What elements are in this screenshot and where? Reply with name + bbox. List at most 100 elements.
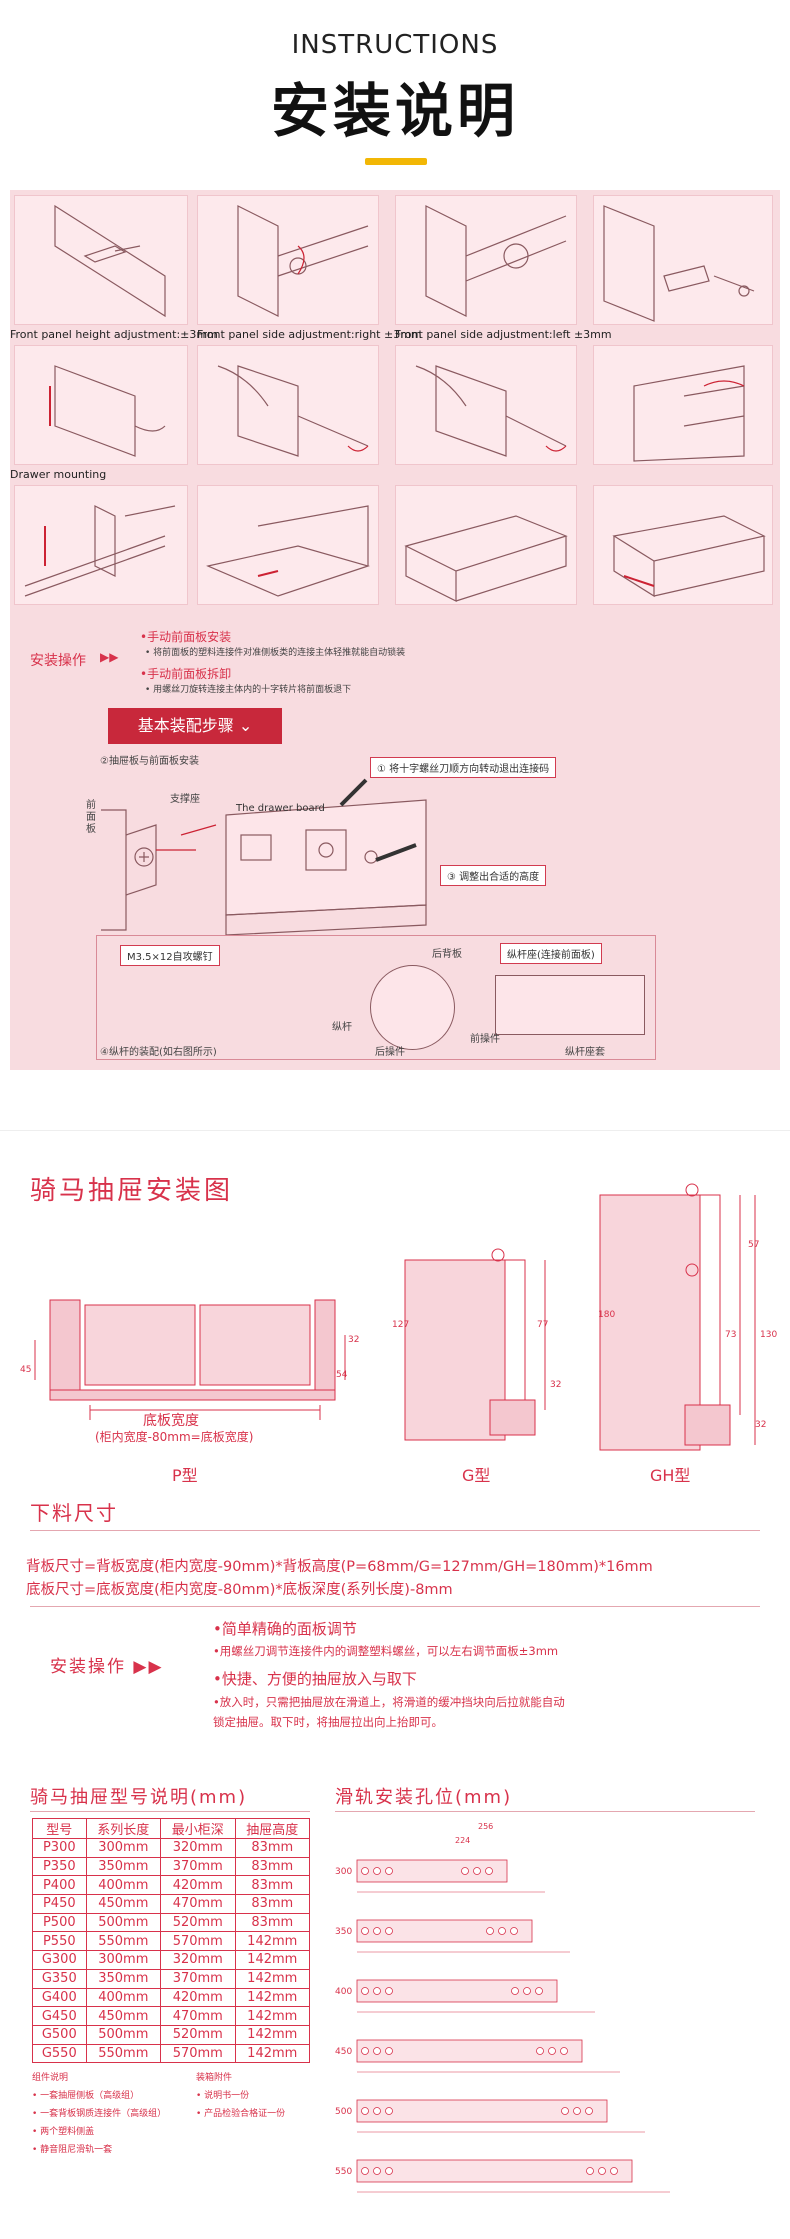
table-cell: 450mm bbox=[85, 1894, 162, 1914]
mounting-hole bbox=[385, 2167, 393, 2175]
support-seat-label: 支撑座 bbox=[170, 794, 200, 805]
ops2-label: 安装操作 ▶▶ bbox=[50, 1657, 164, 1677]
table-cell: 142mm bbox=[234, 1968, 310, 1989]
front-part-label: 前操件 bbox=[470, 1034, 500, 1045]
basic-steps-button[interactable]: 基本装配步骤 ⌄ bbox=[108, 708, 282, 744]
mounting-hole bbox=[373, 1927, 381, 1935]
rail-outline bbox=[356, 2099, 608, 2123]
table-cell: 300mm bbox=[85, 1838, 162, 1858]
ops2-item2-title: •快捷、方便的抽屉放入与取下 bbox=[213, 1670, 417, 1688]
table-cell: 350mm bbox=[85, 1968, 162, 1989]
rail-outline bbox=[356, 1979, 558, 2003]
parts-3: • 静音阻尼滑轨一套 bbox=[32, 2145, 113, 2155]
table-cell: 520mm bbox=[160, 1912, 236, 1933]
table-cell: 142mm bbox=[234, 1987, 310, 2008]
caption-drawer-mounting: Drawer mounting bbox=[10, 468, 107, 481]
cut-line-2: 底板尺寸=底板宽度(柜内宽度-80mm)*底板深度(系列长度)-8mm bbox=[26, 1582, 453, 1598]
rod-assembly-frame bbox=[96, 935, 656, 1060]
gh-type-label: GH型 bbox=[650, 1466, 691, 1485]
table-cell: 400mm bbox=[85, 1987, 162, 2008]
rod-circle bbox=[370, 965, 455, 1050]
panel-row2-1 bbox=[14, 345, 188, 465]
ops2-item2-desc2: 锁定抽屉。取下时，将抽屉拉出向上抬即可。 bbox=[213, 1715, 443, 1729]
mounting-hole bbox=[598, 2167, 606, 2175]
mounting-hole bbox=[536, 2047, 544, 2055]
table-cell: 400mm bbox=[85, 1875, 162, 1896]
table-cell: G500 bbox=[32, 2024, 87, 2045]
caption-side-right: Front panel side adjustment:right ±3mm bbox=[197, 328, 422, 341]
rail-outline bbox=[356, 1859, 508, 1883]
panel-row2-2 bbox=[197, 345, 379, 465]
assembly-diagram bbox=[96, 765, 576, 955]
g-type-label: G型 bbox=[462, 1466, 491, 1485]
mounting-hole bbox=[385, 1987, 393, 1995]
accessories-title: 装箱附件 bbox=[196, 2073, 233, 2083]
mounting-hole bbox=[511, 1987, 519, 1995]
ops2-label-text: 安装操作 bbox=[50, 1657, 126, 1677]
mounting-hole bbox=[486, 1927, 494, 1935]
mounting-hole bbox=[373, 2167, 381, 2175]
rod-sleeve-label: 纵杆座套 bbox=[565, 1047, 605, 1058]
rod-seat-box: 纵杆座(连接前面板) bbox=[500, 943, 602, 964]
basic-steps-label: 基本装配步骤 bbox=[137, 716, 234, 735]
models-rule bbox=[30, 1811, 310, 1812]
base-width-formula: (柜内宽度-80mm=底板宽度) bbox=[95, 1430, 254, 1444]
panel-height-adjust-2 bbox=[197, 195, 379, 325]
g-dim-32: 32 bbox=[550, 1380, 562, 1390]
table-cell: 470mm bbox=[160, 1894, 236, 1914]
mounting-hole bbox=[361, 2107, 369, 2115]
table-cell: 350mm bbox=[85, 1856, 162, 1877]
table-cell: G300 bbox=[32, 1950, 87, 1970]
panel-mounting-4 bbox=[593, 485, 773, 605]
back-panel-label: 后背板 bbox=[432, 949, 462, 960]
table-cell: 83mm bbox=[234, 1894, 310, 1914]
mounting-hole bbox=[461, 1867, 469, 1875]
table-cell: P550 bbox=[32, 1931, 87, 1952]
mounting-hole bbox=[373, 1867, 381, 1875]
table-cell: 142mm bbox=[234, 2043, 310, 2064]
col-model: 型号 bbox=[32, 1818, 87, 1839]
mounting-hole bbox=[385, 1867, 393, 1875]
gh-dim-57: 57 bbox=[748, 1240, 760, 1250]
table-cell: 83mm bbox=[234, 1875, 310, 1896]
holes-title: 滑轨安装孔位(mm) bbox=[335, 1787, 513, 1808]
mounting-hole bbox=[373, 2107, 381, 2115]
table-cell: 500mm bbox=[85, 1912, 162, 1933]
panel-row2-3 bbox=[395, 345, 577, 465]
table-cell: 320mm bbox=[160, 1950, 236, 1970]
screw-label-box: M3.5×12自攻螺钉 bbox=[120, 945, 220, 966]
parts-2: • 两个塑料侧盖 bbox=[32, 2127, 95, 2137]
header-en: INSTRUCTIONS bbox=[291, 30, 499, 60]
table-cell: P500 bbox=[32, 1912, 87, 1933]
col-min-depth: 最小柜深 bbox=[160, 1818, 236, 1839]
cut-line-1: 背板尺寸=背板宽度(柜内宽度-90mm)*背板高度(P=68mm/G=127mm… bbox=[26, 1559, 653, 1575]
chevron-down-icon: ⌄ bbox=[238, 716, 253, 735]
table-cell: 570mm bbox=[160, 2043, 236, 2064]
install-op-2-desc: • 用螺丝刀旋转连接主体内的十字转片将前面板退下 bbox=[145, 685, 352, 695]
p-dim-45: 45 bbox=[20, 1365, 32, 1375]
panel-mounting-1 bbox=[14, 485, 188, 605]
panel-row2-4 bbox=[593, 345, 773, 465]
riding-title: 骑马抽屉安装图 bbox=[30, 1176, 234, 1206]
accessories-0: • 说明书一份 bbox=[196, 2091, 250, 2101]
panel-mounting-3 bbox=[395, 485, 577, 605]
ops2-item1-title: •简单精确的面板调节 bbox=[213, 1620, 357, 1638]
table-cell: 550mm bbox=[85, 1931, 162, 1952]
mounting-hole bbox=[548, 2047, 556, 2055]
table-cell: P300 bbox=[32, 1838, 87, 1858]
mounting-hole bbox=[473, 1867, 481, 1875]
mounting-hole bbox=[373, 2047, 381, 2055]
gh-dim-180: 180 bbox=[598, 1310, 616, 1320]
caption-side-left: Front panel side adjustment:left ±3mm bbox=[395, 328, 612, 341]
mounting-hole bbox=[373, 1987, 381, 1995]
hole-row-label: 400 bbox=[335, 1987, 352, 1997]
parts-title: 组件说明 bbox=[32, 2073, 69, 2083]
p-dim-54: 54 bbox=[336, 1370, 348, 1380]
mounting-hole bbox=[361, 1927, 369, 1935]
